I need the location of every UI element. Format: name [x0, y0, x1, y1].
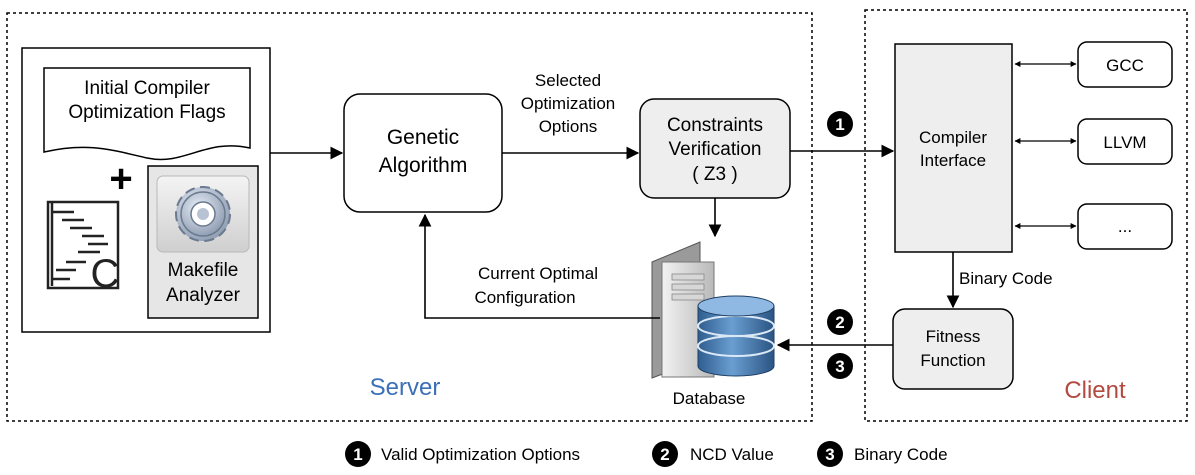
code-file-icon [46, 200, 120, 290]
client-region [864, 9, 1188, 422]
legend-item-3: 3 Binary Code [817, 441, 948, 467]
compiler-line1: Compiler [919, 128, 987, 147]
database-icon [697, 295, 775, 377]
makefile-line2: Analyzer [166, 285, 241, 306]
genetic-line2: Algorithm [379, 154, 468, 177]
llvm-label: LLVM [1103, 133, 1146, 152]
compiler-line2: Interface [920, 151, 986, 170]
fitness-line1: Fitness [926, 327, 981, 346]
client-label: Client [1064, 377, 1126, 404]
svg-text:3: 3 [835, 357, 844, 376]
legend-text-3: Binary Code [854, 445, 948, 464]
svg-text:1: 1 [835, 115, 844, 134]
genetic-algorithm-box [343, 93, 503, 213]
legend-text-2: NCD Value [690, 445, 774, 464]
current-line2: Configuration [474, 288, 575, 307]
makefile-line1: Makefile [168, 260, 239, 281]
llvm-box [1077, 118, 1173, 165]
svg-text:2: 2 [835, 313, 844, 332]
binary-code-label: Binary Code [959, 269, 1053, 288]
constraints-line2: Verification [669, 139, 762, 160]
server-label: Server [370, 374, 441, 401]
marker-3: 3 [827, 353, 853, 379]
gear-icon [175, 186, 231, 242]
selected-line2: Optimization [521, 94, 615, 113]
flags-document [43, 67, 251, 161]
marker-2: 2 [827, 309, 853, 335]
constraints-line1: Constraints [667, 115, 763, 136]
flags-line2: Optimization Flags [68, 102, 225, 123]
other-compiler-box [1077, 203, 1173, 250]
marker-1: 1 [827, 111, 853, 137]
arrow-db-to-ga [418, 213, 660, 319]
database-label: Database [673, 389, 746, 408]
selected-line1: Selected [535, 71, 601, 90]
current-line1: Current Optimal [478, 264, 598, 283]
flags-line1: Initial Compiler [84, 78, 210, 99]
genetic-line1: Genetic [387, 126, 459, 149]
svg-text:1: 1 [353, 445, 362, 464]
server-region [6, 12, 813, 422]
legend-text-1: Valid Optimization Options [381, 445, 580, 464]
code-file-letter: C [91, 252, 120, 296]
legend-item-2: 2 NCD Value [652, 441, 774, 467]
legend-item-1: 1 Valid Optimization Options [345, 441, 580, 467]
fitness-line2: Function [920, 351, 985, 370]
selected-line3: Options [539, 117, 598, 136]
fitness-function-box [892, 308, 1014, 390]
constraints-line3: ( Z3 ) [692, 164, 737, 185]
gcc-box [1077, 41, 1173, 88]
other-compiler-label: ... [1118, 217, 1132, 236]
gcc-label: GCC [1106, 56, 1144, 75]
arrows [270, 61, 1077, 352]
svg-text:2: 2 [660, 445, 669, 464]
plus-sign: + [109, 157, 132, 201]
svg-text:3: 3 [825, 445, 834, 464]
compiler-interface-box [894, 43, 1013, 253]
legend: 1 Valid Optimization Options 2 NCD Value… [345, 441, 948, 467]
